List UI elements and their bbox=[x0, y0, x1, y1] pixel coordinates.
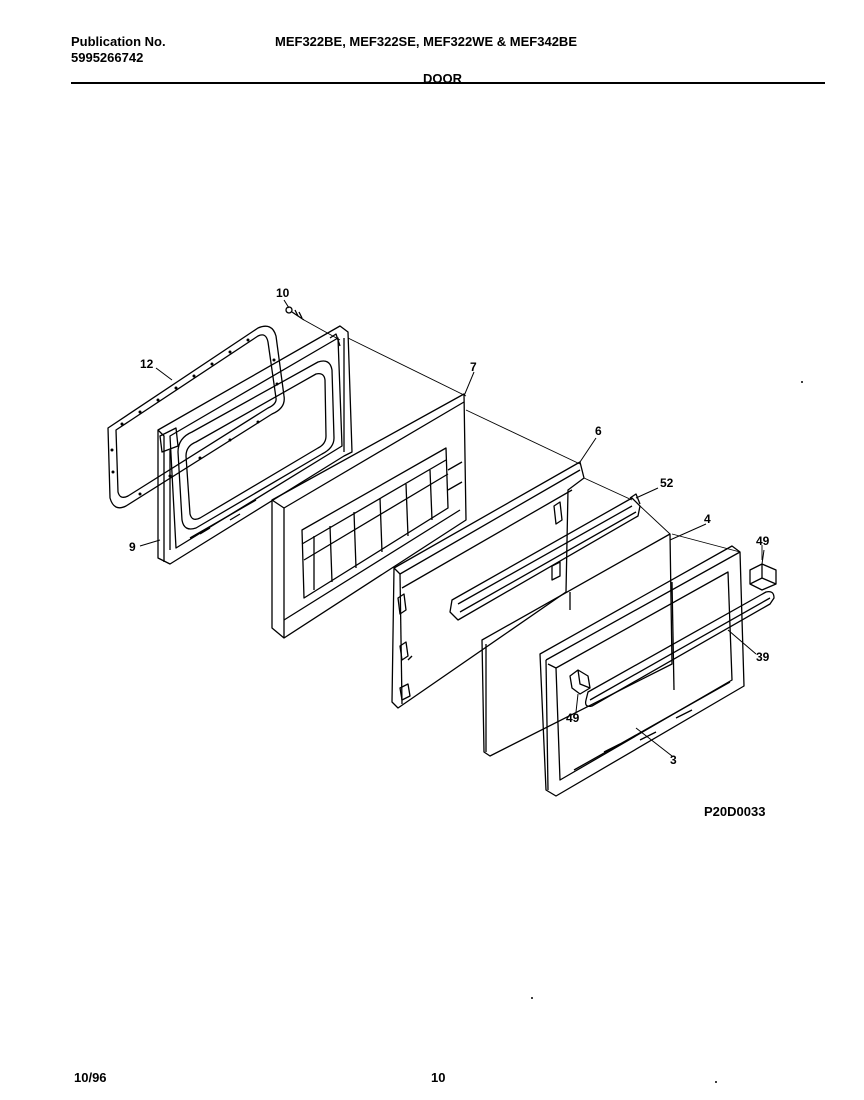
end-cap-part-49-right bbox=[749, 563, 777, 591]
drawing-id: P20D0033 bbox=[704, 804, 766, 819]
model-numbers: MEF322BE, MEF322SE, MEF322WE & MEF342BE bbox=[275, 34, 577, 49]
handle-part-39 bbox=[584, 590, 775, 708]
alignment-lines bbox=[303, 319, 763, 560]
callout-6: 6 bbox=[595, 424, 602, 438]
publication-number: 5995266742 bbox=[71, 50, 144, 65]
page-number: 10 bbox=[431, 1070, 446, 1085]
door-liner-part-9 bbox=[157, 325, 353, 565]
publication-label: Publication No. bbox=[71, 34, 166, 49]
callout-49-right: 49 bbox=[756, 534, 770, 548]
outer-glass-part-4 bbox=[481, 533, 673, 757]
scan-specks bbox=[531, 381, 803, 1083]
callout-52: 52 bbox=[660, 476, 674, 490]
callout-12: 12 bbox=[140, 357, 154, 371]
callout-49-left: 49 bbox=[566, 711, 580, 725]
header-rule bbox=[71, 82, 825, 84]
channel-part-52 bbox=[449, 493, 641, 621]
inner-panel-part-6 bbox=[391, 461, 585, 709]
callout-7: 7 bbox=[470, 360, 477, 374]
callout-3: 3 bbox=[670, 753, 677, 767]
screw-part-10 bbox=[285, 306, 305, 321]
callout-10: 10 bbox=[276, 286, 290, 300]
end-cap-part-49-left bbox=[569, 669, 591, 695]
footer-date: 10/96 bbox=[74, 1070, 107, 1085]
callout-9: 9 bbox=[129, 540, 136, 554]
outer-frame-part-3 bbox=[539, 545, 745, 797]
leader-lines bbox=[139, 299, 765, 757]
gasket-part-12 bbox=[107, 325, 285, 509]
callout-4: 4 bbox=[704, 512, 711, 526]
callout-39: 39 bbox=[756, 650, 770, 664]
insulation-frame-part-7 bbox=[271, 393, 467, 639]
